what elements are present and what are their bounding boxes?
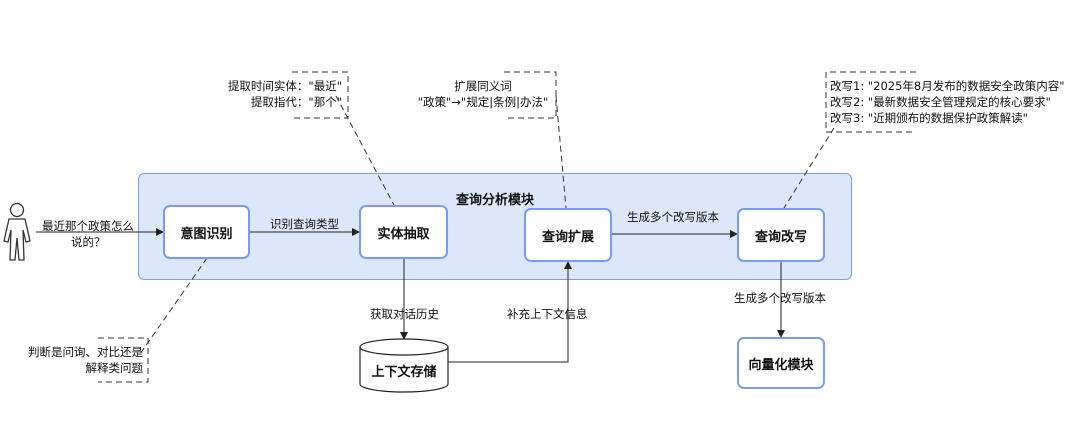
- edge-label-intent-to-entity: 识别查询类型: [270, 217, 339, 231]
- note-rewrite-line3: 改写3: "近期颁布的数据保护政策解读": [830, 111, 1028, 125]
- note-intent: 判断是问询、对比还是 解释类问题: [28, 344, 143, 376]
- node-vector-label: 向量化模块: [748, 357, 814, 373]
- edge-label-expand-to-rewrite: 生成多个改写版本: [627, 210, 719, 224]
- edge-label-entity-to-store: 获取对话历史: [370, 307, 439, 321]
- node-query-expansion: 查询扩展: [524, 208, 612, 262]
- note-entity: 提取时间实体："最近" 提取指代："那个": [228, 78, 342, 110]
- note-rewrite: 改写1: "2025年8月发布的数据安全政策内容" 改写2: "最新数据安全管理…: [830, 78, 1065, 126]
- user-icon: [3, 202, 31, 261]
- note-intent-line2: 解释类问题: [85, 361, 144, 375]
- note-expand-line1: 扩展同义词: [454, 79, 512, 93]
- query-analysis-module-panel: 查询分析模块: [138, 173, 852, 280]
- user-query-line1: 最近那个政策怎么: [42, 219, 134, 233]
- connector-note-rewrite: [783, 127, 835, 209]
- note-entity-bracket: [292, 71, 349, 119]
- arrow-store-to-expand: [448, 261, 572, 363]
- note-rewrite-line2: 改写2: "最新数据安全管理规定的核心要求": [830, 95, 1051, 109]
- module-title: 查询分析模块: [455, 193, 534, 208]
- connector-note-intent: [139, 257, 208, 355]
- node-entity-extraction: 实体抽取: [359, 205, 448, 259]
- note-entity-line1: 提取时间实体："最近": [227, 79, 342, 93]
- connector-note-expand: [555, 95, 567, 209]
- note-expand-bracket: [504, 71, 557, 119]
- node-expand-label: 查询扩展: [541, 229, 594, 245]
- note-rewrite-bracket: [825, 71, 916, 133]
- note-intent-line1: 判断是问询、对比还是: [28, 345, 143, 359]
- edge-label-store-to-expand: 补充上下文信息: [507, 307, 588, 321]
- note-entity-line2: 提取指代："那个": [250, 95, 342, 109]
- node-vectorization: 向量化模块: [737, 337, 825, 389]
- node-entity-label: 实体抽取: [377, 226, 430, 242]
- note-intent-bracket: [98, 337, 149, 383]
- edge-label-rewrite-to-vector: 生成多个改写版本: [734, 291, 826, 305]
- node-intent-label: 意图识别: [180, 226, 233, 242]
- note-expand-line2: "政策"→"规定|条例|办法": [417, 95, 549, 109]
- node-query-rewrite: 查询改写: [737, 208, 825, 262]
- context-store-cylinder: [359, 338, 449, 393]
- node-intent-recognition: 意图识别: [163, 205, 250, 259]
- node-rewrite-label: 查询改写: [754, 229, 807, 245]
- user-query-line2: 说的？: [71, 235, 106, 249]
- note-expand: 扩展同义词 "政策"→"规定|条例|办法": [408, 78, 558, 110]
- node-context-store-label: 上下文存储: [371, 365, 437, 380]
- note-rewrite-line1: 改写1: "2025年8月发布的数据安全政策内容": [830, 79, 1065, 93]
- connector-note-entity: [335, 95, 395, 206]
